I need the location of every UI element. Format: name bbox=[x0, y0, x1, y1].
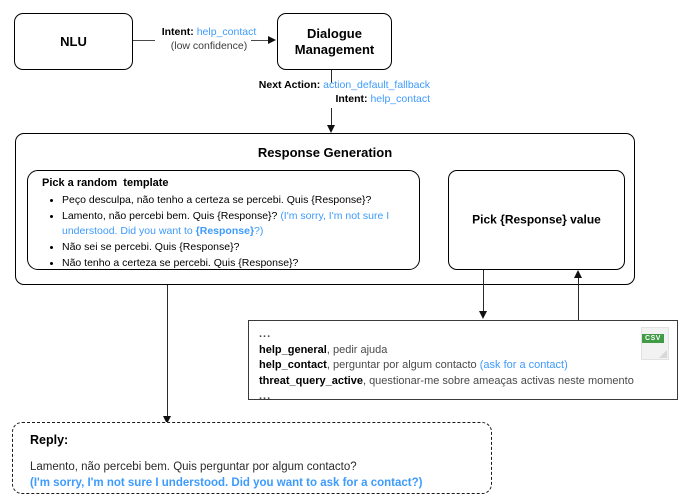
csv-badge-label: CSV bbox=[642, 334, 664, 343]
node-nlu-label: NLU bbox=[60, 33, 87, 49]
node-dm-line1: Dialogue bbox=[307, 25, 362, 41]
template-item-pt: Não tenho a certeza se percebi. Quis {Re… bbox=[62, 256, 299, 269]
intent-row: help_general, pedir ajuda bbox=[259, 343, 634, 359]
edge-label-intent-key: Intent: bbox=[161, 26, 194, 38]
edge-csv-pickvalue-line bbox=[578, 276, 580, 320]
edge-pickvalue-csv-line bbox=[483, 270, 485, 313]
panel-intent-mapping[interactable]: ... help_general, pedir ajuda help_conta… bbox=[248, 320, 678, 402]
template-item-pt: Lamento, não percebi bem. Quis {Response… bbox=[62, 209, 278, 222]
edge-label-dm-intent-value: help_contact bbox=[370, 93, 430, 106]
edge-dm-rg-arrowhead bbox=[327, 125, 335, 133]
intent-description: , pedir ajuda bbox=[326, 343, 388, 356]
template-item-pt: Não sei se percebi. Quis {Response}? bbox=[62, 240, 240, 253]
template-item: Lamento, não percebi bem. Quis {Response… bbox=[62, 209, 411, 239]
reply-text-en: (I'm sorry, I'm not sure I understood. D… bbox=[30, 477, 423, 489]
panel-template-title: Pick a random template bbox=[42, 177, 169, 189]
template-item: Não sei se percebi. Quis {Response}? bbox=[62, 240, 411, 255]
edge-nlu-dm-line-right bbox=[251, 40, 269, 42]
reply-title: Reply: bbox=[30, 433, 69, 447]
intent-trailing-ellipsis: ... bbox=[259, 390, 272, 403]
node-dm-line2: Management bbox=[294, 41, 375, 57]
template-item-pt: Peço desculpa, não tenho a certeza se pe… bbox=[62, 194, 372, 206]
node-dialogue-management[interactable]: Dialogue Management bbox=[277, 13, 392, 70]
edge-rg-reply-arrowhead bbox=[163, 416, 171, 424]
template-list: Peço desculpa, não tenho a certeza se pe… bbox=[42, 193, 411, 272]
node-dialogue-management-label: Dialogue Management bbox=[278, 25, 391, 58]
template-item: Não tenho a certeza se percebi. Quis {Re… bbox=[62, 256, 411, 271]
edge-nlu-dm-line-left bbox=[133, 40, 155, 42]
template-item-en-suffix: ?) bbox=[254, 224, 264, 237]
csv-file-icon: CSV bbox=[641, 327, 669, 360]
intent-name: help_general bbox=[259, 343, 327, 356]
intent-row: help_contact, perguntar por algum contac… bbox=[259, 358, 634, 374]
edge-label-dm-intent-key: Intent: bbox=[335, 93, 368, 106]
template-item-en-prefix: (I'm sorry, I'm not sure I understood. D… bbox=[62, 209, 390, 237]
edge-csv-pickvalue-arrowhead bbox=[574, 270, 582, 278]
edge-label-next-action-value: action_default_fallback bbox=[323, 79, 430, 91]
edge-rg-reply-line bbox=[167, 285, 169, 424]
intent-description: , perguntar por algum contacto bbox=[326, 359, 477, 372]
template-item-en-slot: {Response} bbox=[195, 224, 255, 237]
edge-dm-rg-line-lower bbox=[331, 108, 333, 126]
intent-translation: (ask for a contact) bbox=[479, 359, 568, 372]
edge-label-next-action-key: Next Action: bbox=[258, 79, 321, 91]
csv-fold-corner bbox=[659, 350, 667, 358]
intent-mapping-lines: ... help_general, pedir ajuda help_conta… bbox=[259, 327, 634, 405]
edge-label-confidence: (low confidence) bbox=[170, 40, 248, 53]
edge-label-dm-rg: Next Action: action_default_fallback Int… bbox=[244, 78, 430, 106]
node-nlu[interactable]: NLU bbox=[14, 13, 133, 70]
intent-description: , questionar-me sobre ameaças activas ne… bbox=[362, 374, 634, 387]
panel-pick-response-value-label: Pick {Response} value bbox=[472, 212, 601, 227]
reply-text-pt: Lamento, não percebi bem. Quis perguntar… bbox=[30, 461, 357, 473]
edge-pickvalue-csv-arrowhead bbox=[479, 311, 487, 319]
template-item: Peço desculpa, não tenho a certeza se pe… bbox=[62, 193, 411, 208]
edge-dm-rg-line-upper bbox=[331, 70, 333, 83]
intent-leading-ellipsis: ... bbox=[259, 328, 272, 340]
edge-label-intent-value: help_contact bbox=[196, 26, 257, 38]
edge-label-nlu-dm: Intent: help_contact (low confidence) bbox=[155, 25, 263, 53]
intent-name: threat_query_active bbox=[259, 374, 363, 387]
panel-pick-random-template[interactable]: Pick a random template Peço desculpa, nã… bbox=[27, 170, 420, 270]
intent-row: threat_query_active, questionar-me sobre… bbox=[259, 374, 634, 390]
panel-pick-response-value[interactable]: Pick {Response} value bbox=[448, 170, 625, 270]
template-item-en: (I'm sorry, I'm not sure I understood. D… bbox=[62, 210, 389, 237]
edge-nlu-dm-arrowhead bbox=[268, 36, 276, 44]
intent-name: help_contact bbox=[259, 359, 327, 372]
panel-reply[interactable]: Reply: Lamento, não percebi bem. Quis pe… bbox=[12, 422, 492, 494]
node-response-generation-title: Response Generation bbox=[257, 145, 393, 160]
